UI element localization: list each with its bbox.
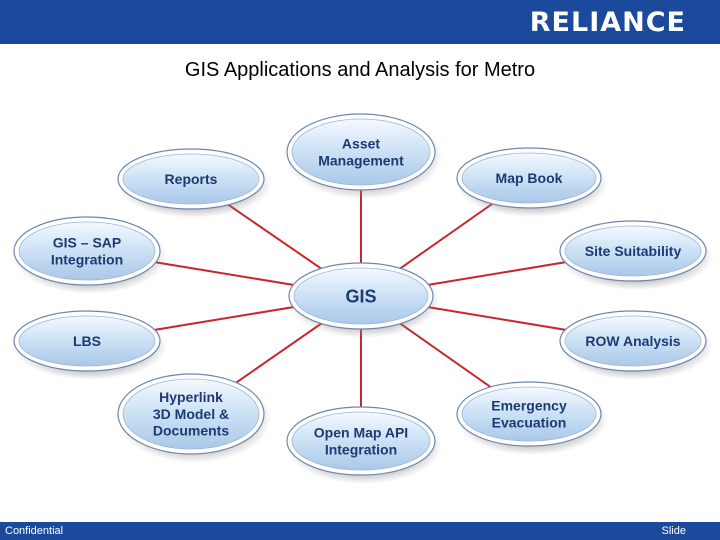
reliance-logo: RELIANCE: [529, 7, 686, 38]
node-label: LBS: [73, 333, 101, 349]
slide-label: Slide: [661, 525, 686, 537]
node-fill: [18, 315, 156, 367]
node-fill: [122, 378, 260, 450]
node-label: Reports: [165, 171, 218, 187]
node-label: Asset: [342, 136, 380, 152]
confidential-label: Confidential: [5, 525, 64, 537]
node-site-suitability: Site Suitability: [559, 220, 713, 290]
node-fill: [564, 315, 702, 367]
node-fill: [122, 153, 260, 205]
slide-title: GIS Applications and Analysis for Metro: [184, 59, 536, 81]
node-fill: [564, 225, 702, 277]
node-label: Open Map API: [314, 425, 408, 441]
node-fill: [291, 118, 431, 186]
node-label: Map Book: [496, 170, 563, 186]
node-center-gis: GIS: [288, 262, 440, 338]
node-fill: [291, 411, 431, 471]
node-row-analysis: ROW Analysis: [559, 310, 713, 380]
node-label: 3D Model &: [153, 406, 229, 422]
node-map-book: Map Book: [456, 147, 608, 217]
node-label: Emergency: [491, 398, 567, 414]
node-fill: [18, 221, 156, 281]
node-fill: [293, 267, 429, 325]
node-label: Management: [318, 152, 404, 168]
header-bar: RELIANCE: [0, 0, 720, 44]
node-label: Integration: [51, 251, 123, 267]
node-label: Site Suitability: [585, 243, 682, 259]
node-label: Integration: [325, 441, 397, 457]
node-label: Documents: [153, 423, 229, 439]
node-label: ROW Analysis: [585, 333, 680, 349]
node-label: Evacuation: [492, 414, 567, 430]
footer-bar: Confidential Slide: [0, 522, 720, 540]
node-reports: Reports: [117, 148, 271, 218]
node-fill: [461, 152, 597, 204]
node-label: GIS – SAP: [53, 235, 121, 251]
node-fill: [461, 386, 597, 442]
node-label: Hyperlink: [159, 389, 223, 405]
node-label: GIS: [345, 286, 376, 306]
node-lbs: LBS: [13, 310, 167, 380]
